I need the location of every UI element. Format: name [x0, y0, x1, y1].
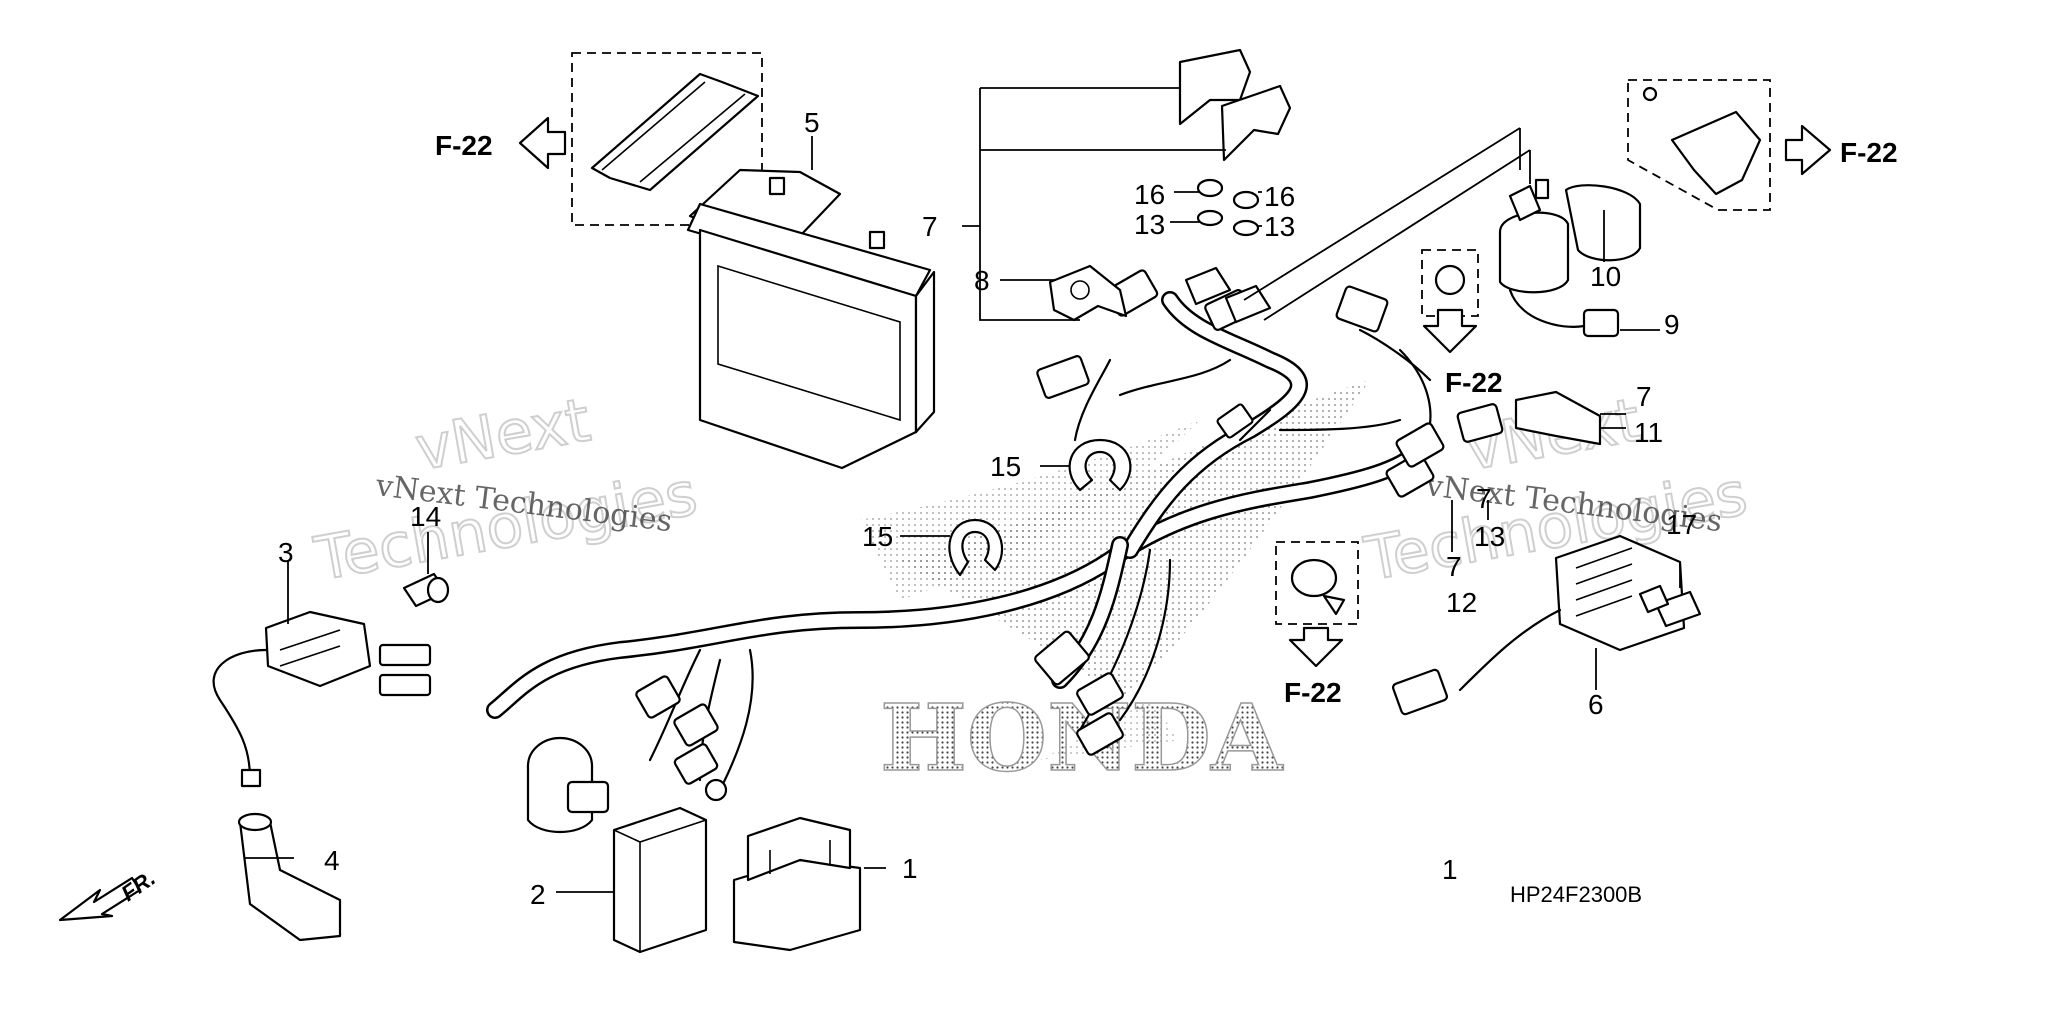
- battery-part-5: [686, 168, 936, 470]
- starter-relay-part-10: [1498, 178, 1642, 338]
- front-direction-arrow: FR.: [58, 865, 160, 922]
- part-label-15-a: 15: [990, 451, 1021, 482]
- part-label-4: 4: [324, 845, 340, 876]
- harness-covers-part-7: [1178, 48, 1292, 162]
- nuts-washers: [1184, 178, 1272, 324]
- part-number-labels: 1 1 2 3 4 5 6 7 7 7 7 8 9 10 11 12 13 13…: [278, 107, 1697, 910]
- part-label-2: 2: [530, 879, 546, 910]
- part-label-13-b: 13: [1264, 211, 1295, 242]
- ref-label: F-22: [1840, 137, 1898, 168]
- ref-label: F-22: [435, 130, 493, 161]
- cdi-unit: [526, 736, 610, 833]
- clamp-ref-box-center: [1275, 541, 1359, 625]
- part-label-12: 12: [1446, 587, 1477, 618]
- harness-connectors: [378, 269, 1504, 802]
- wire-band-15-lower: [948, 518, 1004, 577]
- bolt-part-14: [402, 572, 450, 608]
- part-label-16-a: 16: [1134, 179, 1165, 210]
- plug-cap-part-4: [237, 812, 342, 942]
- part-label-15-b: 15: [862, 521, 893, 552]
- drawing-code: HP24F2300B: [1510, 882, 1642, 907]
- regulator-part-6: [1392, 534, 1686, 716]
- ref-f22-mid-right: F-22: [1422, 308, 1503, 398]
- ref-f22-top-left: F-22: [435, 116, 567, 170]
- part-label-5: 5: [804, 107, 820, 138]
- part-label-13-a: 13: [1134, 209, 1165, 240]
- watermark-line1: vNext: [410, 385, 595, 484]
- main-wire-harness: [486, 291, 1432, 792]
- part-label-1: 1: [1442, 854, 1458, 885]
- wire-band-15-upper: [1068, 438, 1132, 492]
- part-label-7-c: 7: [1476, 483, 1492, 514]
- battery-band-ref-box: [571, 52, 763, 226]
- ref-label: F-22: [1284, 677, 1342, 708]
- ref-label: F-22: [1445, 367, 1503, 398]
- ref-f22-center: F-22: [1284, 626, 1344, 708]
- cover-part-1: [732, 816, 862, 952]
- part-label-1-callout: 1: [902, 853, 918, 884]
- clamp-ref-box-right: [1421, 249, 1479, 317]
- bolt-part-17: [1638, 584, 1702, 628]
- part-label-13-c: 13: [1474, 521, 1505, 552]
- vnext-watermark-left: vNext Technologies vNext Technologies: [308, 384, 703, 596]
- part-label-3: 3: [278, 537, 294, 568]
- part-label-6: 6: [1588, 689, 1604, 720]
- part-label-14: 14: [410, 501, 441, 532]
- terminal-cover-part-8: [1048, 264, 1128, 322]
- part-label-8: 8: [974, 265, 990, 296]
- part-label-17: 17: [1666, 509, 1697, 540]
- part-label-7-d: 7: [1446, 551, 1462, 582]
- part-label-7-b: 7: [1636, 381, 1652, 412]
- part-label-16-b: 16: [1264, 181, 1295, 212]
- part-label-10: 10: [1590, 261, 1621, 292]
- connector-part-11: [1514, 390, 1602, 446]
- part-label-7-a: 7: [922, 211, 938, 242]
- ignition-coil-part-3: [212, 610, 372, 788]
- bracket-ref-box-right: [1627, 79, 1771, 211]
- leader-lines: [244, 87, 1681, 893]
- part-label-9: 9: [1664, 309, 1680, 340]
- part-label-11: 11: [1634, 417, 1663, 448]
- ref-f22-top-right: F-22: [1784, 124, 1898, 176]
- unit-part-2: [612, 806, 708, 954]
